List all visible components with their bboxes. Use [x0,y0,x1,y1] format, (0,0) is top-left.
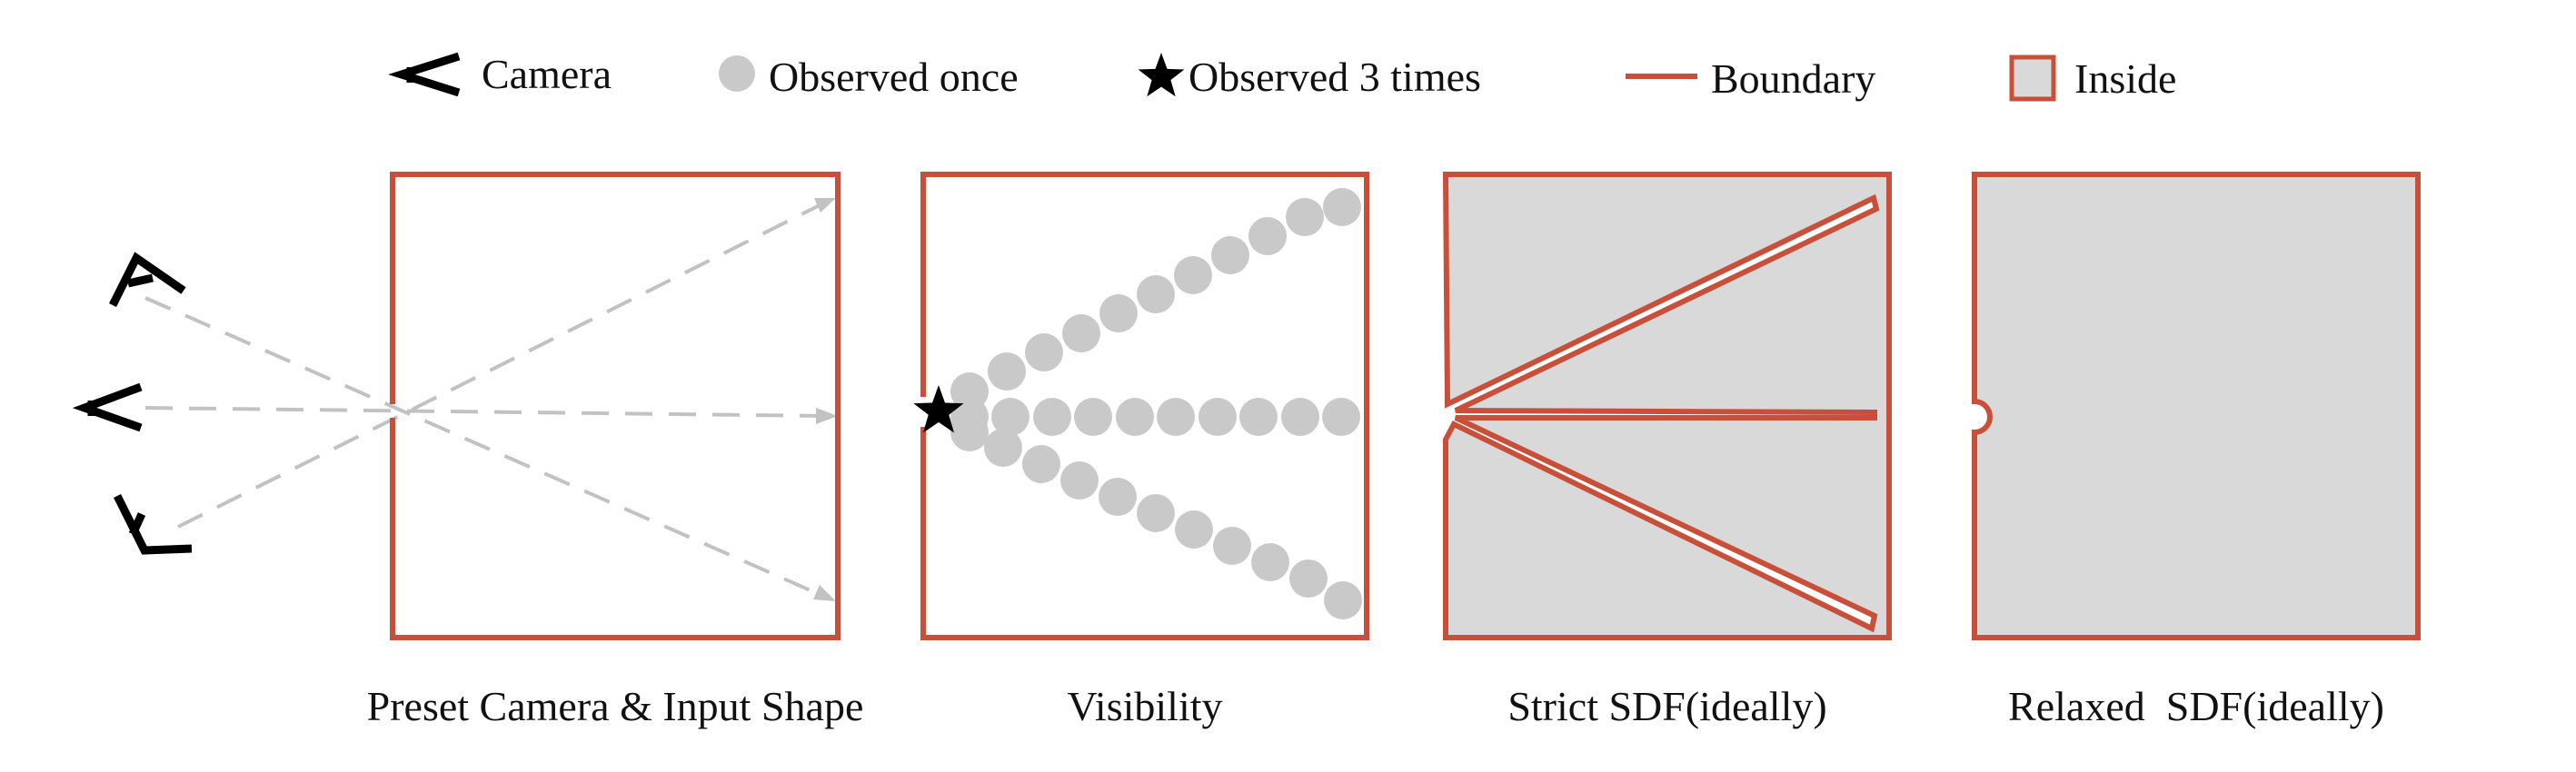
camera-icon [108,252,186,308]
panel-caption-strict-sdf: Strict SDF(ideally) [1507,683,1826,729]
legend: Camera Observed once Observed 3 times Bo… [388,51,2176,102]
observed-point [1062,314,1100,352]
filled-square-icon [2009,54,2056,102]
observed-point [1198,398,1237,436]
star-icon [1138,53,1185,97]
camera-ray [144,406,828,418]
observed-point [984,429,1022,467]
circle-icon [719,55,755,92]
observed-point [1323,188,1361,226]
observed-point [1213,527,1251,565]
panel-visibility [913,172,1369,640]
legend-observed-once-label: Observed once [769,54,1019,100]
camera-ray [177,200,828,529]
observed-point [1239,398,1278,436]
camera-icon [388,52,461,97]
legend-camera: Camera [388,51,612,97]
relaxed-sdf-inside-region [1972,172,2421,640]
panel-input-shape [72,172,840,640]
star-icon [913,385,964,433]
arrowhead [816,408,838,424]
observed-point [1157,398,1195,436]
camera-icon [113,493,193,555]
legend-boundary: Boundary [1626,55,1875,102]
observed-point [1324,581,1362,619]
panel-strict-sdf [1442,172,1892,640]
observed-point [991,398,1029,436]
observed-point [1033,398,1071,436]
observed-point [1174,256,1212,294]
legend-camera-label: Camera [482,51,612,97]
panel-caption-visibility: Visibility [1067,683,1222,729]
observed-point [988,352,1026,391]
arrowhead [814,198,836,213]
legend-inside-label: Inside [2074,55,2176,102]
panel-caption-relaxed-sdf: Relaxed SDF(ideally) [2008,683,2384,729]
observed-point [1286,198,1324,236]
legend-observed-three: Observed 3 times [1138,53,1481,100]
panel-caption-input-shape: Preset Camera & Input Shape [367,683,864,729]
observed-point [1025,333,1063,371]
observed-point [1289,559,1328,598]
panel-relaxed-sdf [1972,172,2421,640]
visibility-shape-boundary [920,172,1369,640]
legend-observed-once: Observed once [719,54,1019,100]
observed-point [1137,494,1175,532]
observed-point [1322,398,1360,436]
observed-point [1211,236,1249,274]
observed-point [1251,543,1289,581]
legend-observed-three-label: Observed 3 times [1189,54,1481,100]
observed-point [1060,461,1099,500]
camera-icon [72,382,143,432]
observed-point [1248,217,1287,255]
observed-point [1281,398,1319,436]
strict-sdf-inside-region [1442,172,1892,640]
observed-point [1074,398,1112,436]
legend-inside: Inside [2009,54,2176,102]
observed-point [1137,275,1175,313]
observed-point [1175,510,1213,549]
observed-point [950,413,989,451]
observed-point [1022,445,1060,483]
camera-ray [144,296,828,599]
input-shape-boundary [390,172,840,640]
legend-boundary-label: Boundary [1711,55,1875,102]
observed-point [1099,478,1137,516]
observed-points [950,188,1362,619]
observed-point [1099,294,1138,332]
observed-point [1116,398,1154,436]
arrowhead [813,585,836,601]
